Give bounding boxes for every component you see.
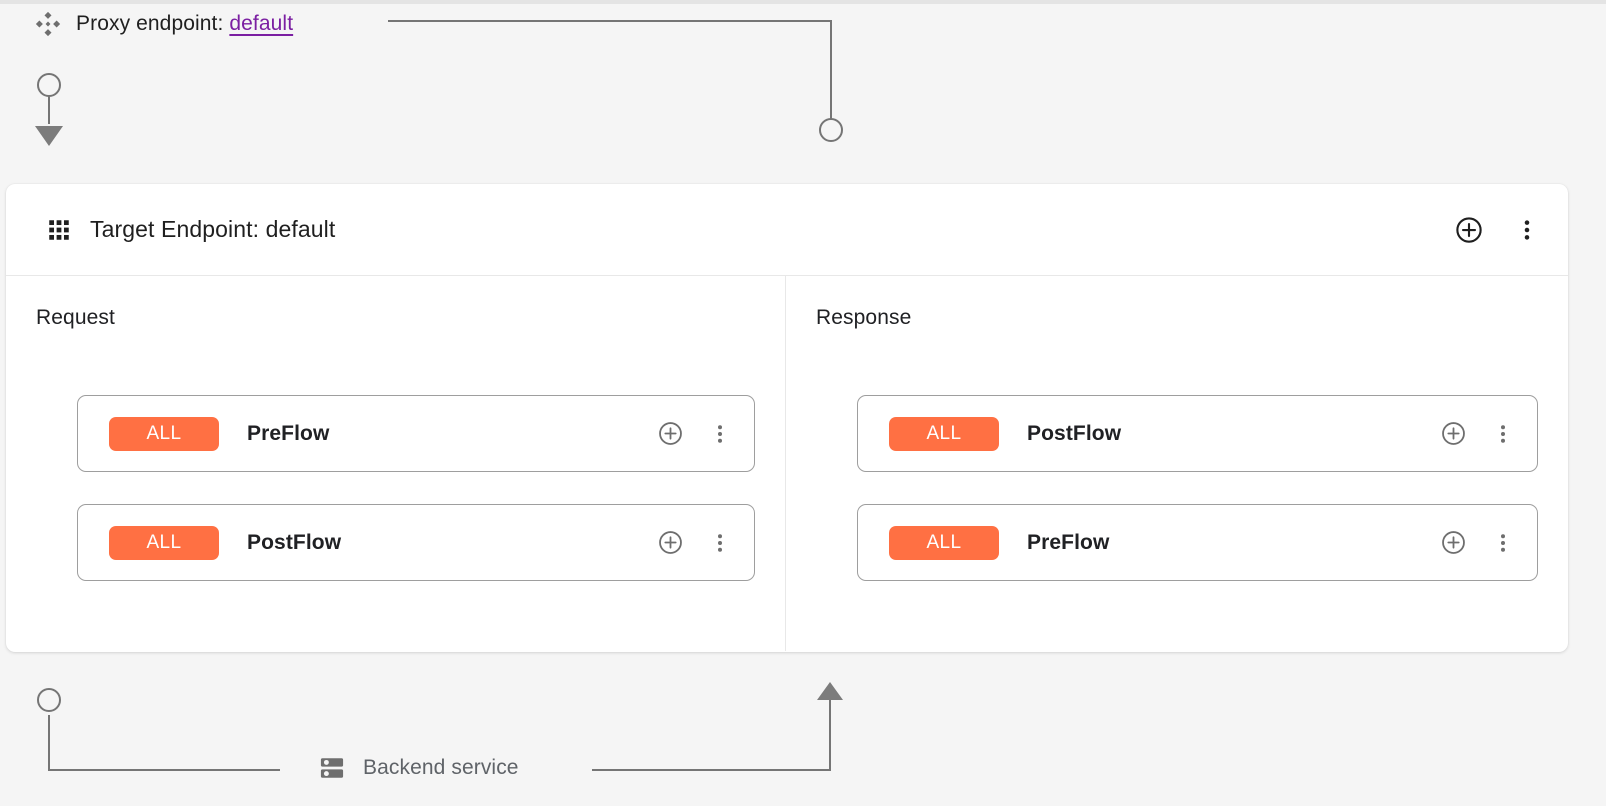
add-circle-icon bbox=[658, 531, 682, 554]
response-column-label: Response bbox=[816, 306, 912, 329]
backend-service-label: Backend service bbox=[363, 756, 519, 779]
request-flow-list: ALL PreFlow bbox=[77, 395, 755, 581]
arrowhead-backend-up bbox=[817, 682, 843, 700]
proxy-diamond-cluster-icon bbox=[35, 11, 61, 37]
flow-card-request-postflow[interactable]: ALL PostFlow bbox=[77, 504, 755, 581]
more-vert-icon bbox=[1501, 533, 1505, 552]
more-vert-icon bbox=[718, 533, 722, 552]
add-policy-button[interactable] bbox=[656, 420, 684, 448]
response-column: Response ALL PostFlow bbox=[786, 276, 1568, 651]
add-circle-icon bbox=[1441, 422, 1465, 445]
target-endpoint-more-button[interactable] bbox=[1512, 215, 1542, 245]
proxy-endpoint-header: Proxy endpoint: default bbox=[34, 6, 293, 42]
add-circle-icon bbox=[658, 422, 682, 445]
flow-name: PreFlow bbox=[1027, 530, 1110, 554]
flow-card-actions bbox=[1439, 529, 1517, 557]
flow-card-actions bbox=[656, 420, 734, 448]
connector-target-to-backend bbox=[48, 715, 280, 771]
flow-card-actions bbox=[1439, 420, 1517, 448]
flow-badge: ALL bbox=[889, 525, 999, 560]
backend-service-row[interactable]: Backend service bbox=[318, 748, 519, 788]
add-circle-icon bbox=[1456, 216, 1482, 243]
add-policy-button[interactable] bbox=[656, 529, 684, 557]
add-policy-button[interactable] bbox=[1454, 215, 1484, 245]
connector-node-target-out bbox=[37, 688, 61, 712]
flow-card-request-preflow[interactable]: ALL PreFlow bbox=[77, 395, 755, 472]
arrowhead-proxy-down bbox=[35, 126, 63, 146]
connector-node-proxy-out bbox=[37, 73, 61, 97]
server-storage-icon bbox=[320, 758, 344, 778]
target-endpoint-actions bbox=[1454, 215, 1542, 245]
target-endpoint-header: Target Endpoint: default bbox=[6, 184, 1568, 276]
flow-more-button[interactable] bbox=[1489, 529, 1517, 557]
request-column-label: Request bbox=[36, 306, 115, 329]
top-edge-strip bbox=[0, 0, 1606, 4]
connector-node-target-in bbox=[819, 118, 843, 142]
flow-badge: ALL bbox=[889, 416, 999, 451]
flow-badge: ALL bbox=[109, 416, 219, 451]
flow-card-response-postflow[interactable]: ALL PostFlow bbox=[857, 395, 1538, 472]
flow-card-actions bbox=[656, 529, 734, 557]
more-vert-icon bbox=[718, 424, 722, 443]
add-circle-icon bbox=[1441, 531, 1465, 554]
more-vert-icon bbox=[1524, 219, 1530, 240]
target-endpoint-panel: Target Endpoint: default bbox=[6, 184, 1568, 652]
proxy-endpoint-label: Proxy endpoint: bbox=[76, 12, 224, 35]
connector-backend-to-response bbox=[592, 700, 831, 771]
more-vert-icon bbox=[1501, 424, 1505, 443]
flow-card-response-preflow[interactable]: ALL PreFlow bbox=[857, 504, 1538, 581]
proxy-endpoint-link[interactable]: default bbox=[229, 12, 294, 35]
flow-name: PostFlow bbox=[1027, 421, 1122, 445]
flow-more-button[interactable] bbox=[706, 420, 734, 448]
flow-columns: Request ALL PreFlow bbox=[6, 276, 1568, 651]
connector-proxy-to-target bbox=[388, 20, 832, 119]
add-policy-button[interactable] bbox=[1439, 529, 1467, 557]
apps-grid-icon bbox=[49, 219, 69, 240]
proxy-endpoint-title: Proxy endpoint: default bbox=[76, 12, 293, 36]
flow-badge: ALL bbox=[109, 525, 219, 560]
target-endpoint-title: Target Endpoint: default bbox=[90, 216, 336, 242]
flow-name: PreFlow bbox=[247, 421, 330, 445]
add-policy-button[interactable] bbox=[1439, 420, 1467, 448]
flow-more-button[interactable] bbox=[706, 529, 734, 557]
response-flow-list: ALL PostFlow bbox=[857, 395, 1538, 581]
request-column: Request ALL PreFlow bbox=[6, 276, 786, 651]
flow-name: PostFlow bbox=[247, 530, 342, 554]
flow-more-button[interactable] bbox=[1489, 420, 1517, 448]
